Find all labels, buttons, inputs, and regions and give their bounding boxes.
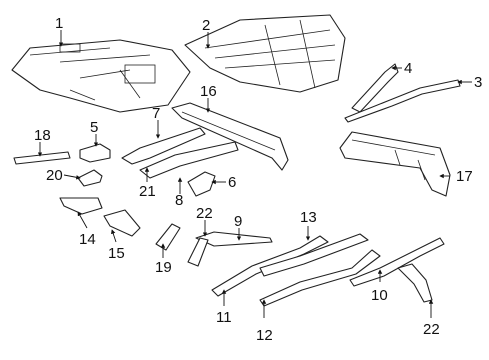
callout-3: 3 [474,74,482,91]
callout-1: 1 [55,15,63,32]
callout-17: 17 [456,168,473,185]
part-rear-crossmember [339,131,451,197]
callout-14: 14 [79,231,96,248]
callout-21: 21 [139,183,156,200]
callout-6: 6 [228,174,236,191]
part-sill-rail [171,102,289,171]
callout-12: 12 [256,327,273,344]
callout-7: 7 [152,105,160,122]
callout-22-lower: 22 [423,321,440,338]
callout-20: 20 [46,167,63,184]
callout-11: 11 [216,309,232,326]
callout-10: 10 [371,287,388,304]
callout-4: 4 [404,60,412,77]
callout-9: 9 [234,213,242,230]
callout-16: 16 [200,83,217,100]
callout-22: 22 [196,205,213,222]
part-lower-brackets [59,197,181,251]
part-small-brackets [13,143,111,187]
part-frame-rails [187,231,445,307]
part-rear-floor-pan [184,14,346,93]
callout-19: 19 [155,259,172,276]
part-rocker-strip [344,63,461,123]
callout-18: 18 [34,127,51,144]
part-front-floor-pan [11,39,191,113]
callout-2: 2 [202,17,210,34]
callout-8: 8 [175,192,183,209]
callout-13: 13 [300,209,317,226]
part-center-crossmembers [121,127,239,197]
callout-5: 5 [90,119,98,136]
callout-labels: 1 2 3 4 5 6 7 8 9 10 11 12 13 14 15 16 1… [34,15,482,344]
leader-lines [37,30,472,318]
callout-15: 15 [108,245,125,262]
